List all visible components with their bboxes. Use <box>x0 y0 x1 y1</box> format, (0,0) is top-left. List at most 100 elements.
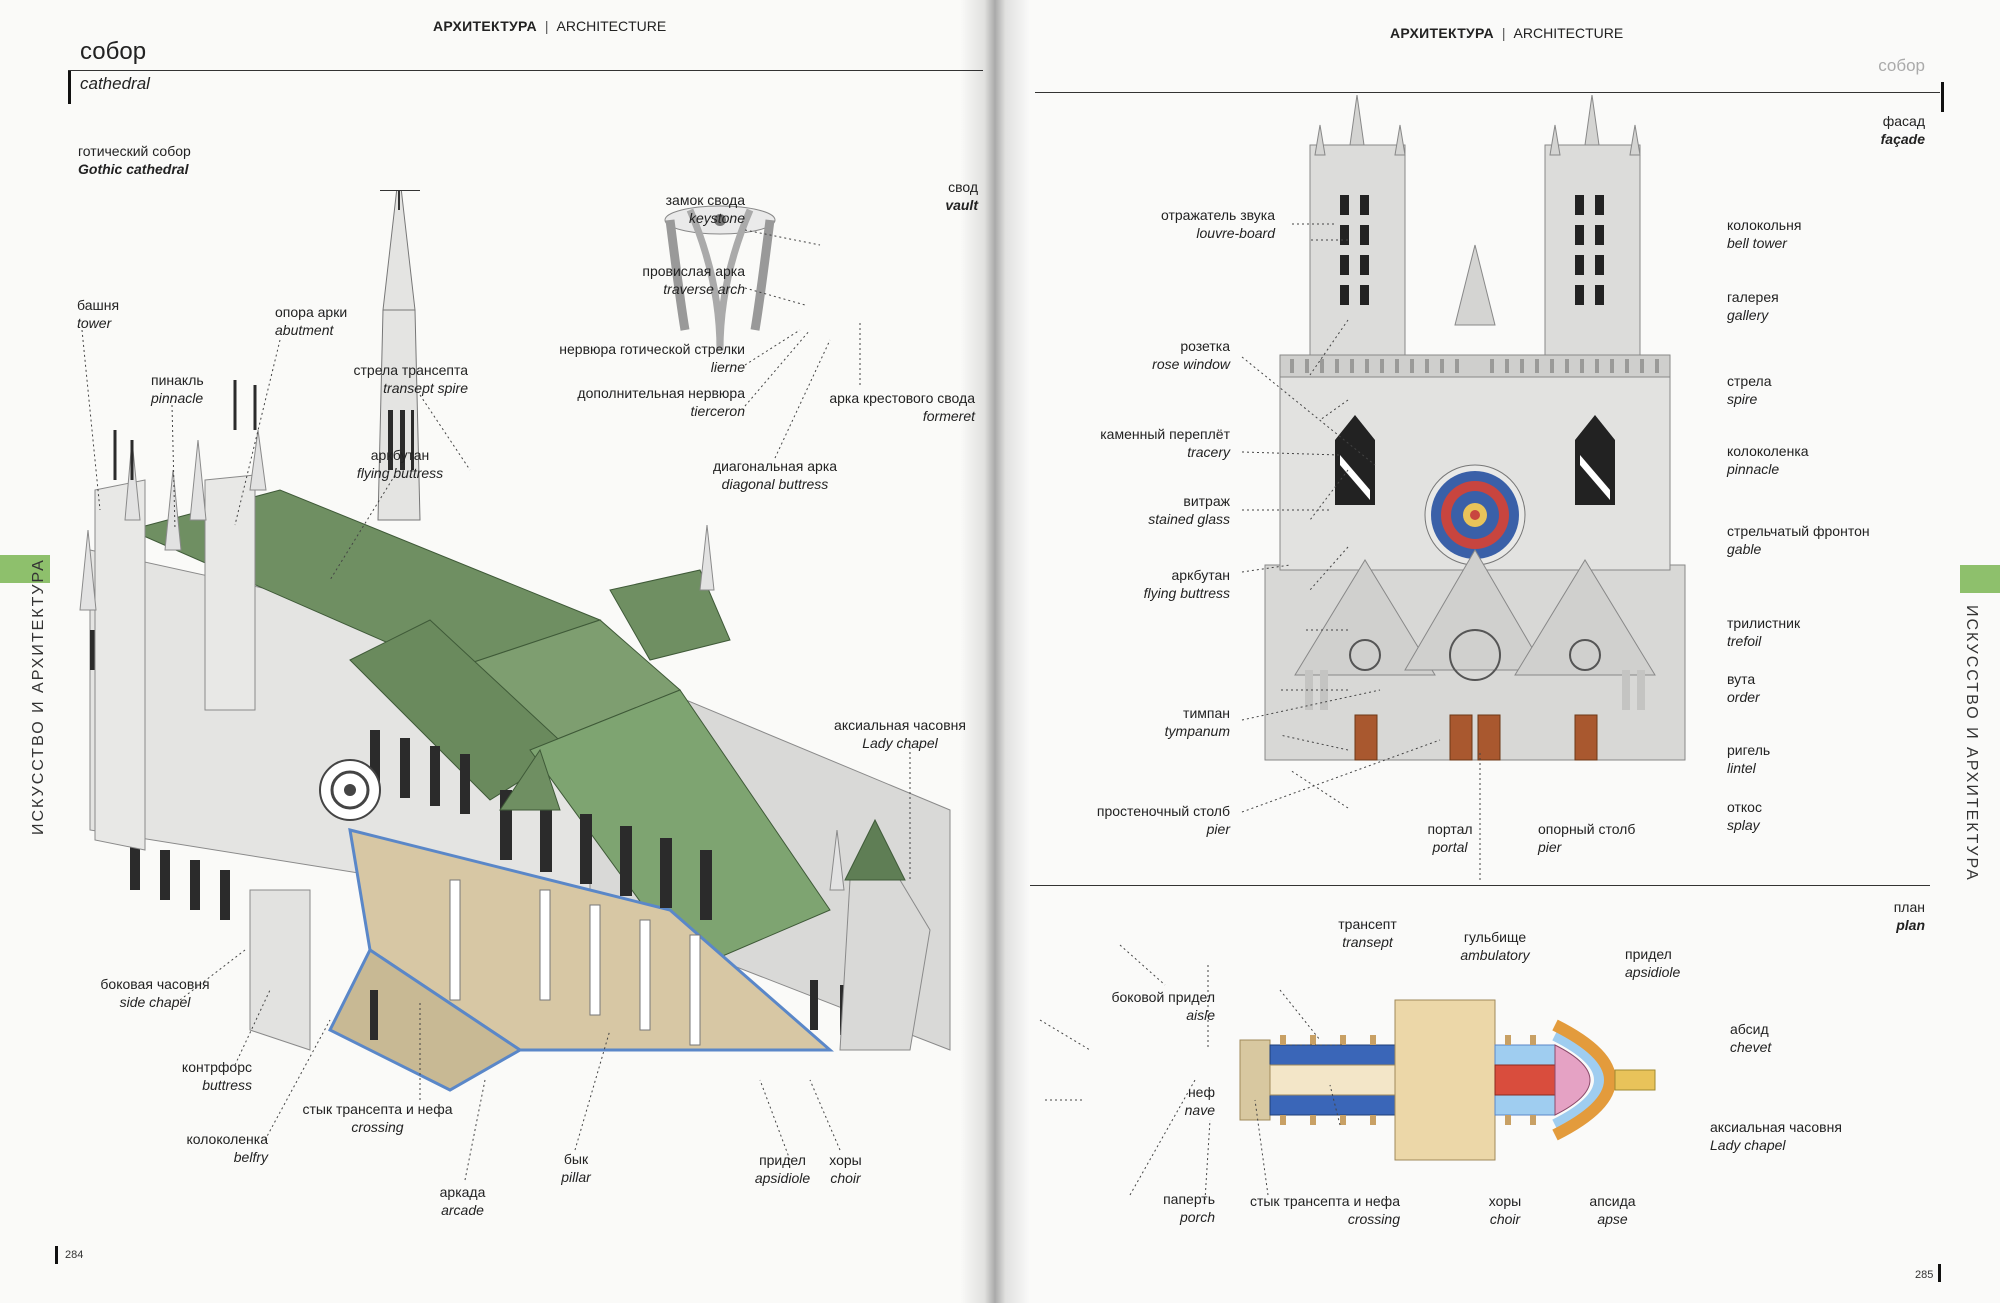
label-lierne-ru: нервюра готической стрелки <box>559 341 745 357</box>
label-bell-tower: колокольня bell tower <box>1727 216 1801 252</box>
label-spire: стрела spire <box>1727 372 1771 408</box>
label-louvre-board-ru: отражатель звука <box>1160 207 1275 223</box>
label-plan-aisle-ru: боковой придел <box>1111 989 1216 1005</box>
label-trefoil: трилистник trefoil <box>1727 614 1800 650</box>
section-tab <box>0 555 50 583</box>
label-formeret-ru: арка крестового свода <box>829 390 975 406</box>
label-side-chapel-en: side chapel <box>119 994 191 1010</box>
label-tympanum: тимпан tympanum <box>1070 704 1230 740</box>
label-louvre-board-en: louvre-board <box>1196 225 1275 241</box>
label-buttress: контрфорс buttress <box>140 1058 252 1094</box>
label-stained-glass-ru: витраж <box>1183 493 1230 509</box>
plan-en: plan <box>1896 917 1925 933</box>
label-pier-left: простеночный столб pier <box>1030 802 1230 838</box>
label-lintel: ригель lintel <box>1727 741 1770 777</box>
label-tympanum-en: tympanum <box>1164 723 1230 739</box>
label-plan-chevet: абсид chevet <box>1730 1020 1771 1056</box>
vault-heading: свод vault <box>900 178 978 214</box>
header-rule <box>1035 92 1940 93</box>
subtitle-en: Gothic cathedral <box>78 161 189 177</box>
label-pillar-ru: бык <box>563 1151 589 1167</box>
label-flying-buttress: аркбутан flying buttress <box>1070 566 1230 602</box>
label-pinnacle-ru: колоколенка <box>1727 443 1809 459</box>
cathedral-illustration <box>79 190 951 1092</box>
label-plan-apsidiole-ru: придел <box>1625 946 1672 962</box>
label-diagonal-buttress: диагональная арка diagonal buttress <box>700 457 850 493</box>
label-plan-aisle-en: aisle <box>1186 1007 1215 1023</box>
label-louvre-board: отражатель звука louvre-board <box>1070 206 1275 242</box>
label-buttress-en: buttress <box>202 1077 252 1093</box>
header-section-en: ARCHITECTURE <box>556 18 667 34</box>
label-tower-en: tower <box>77 315 112 331</box>
running-title: собор <box>1878 56 1925 75</box>
label-lintel-en: lintel <box>1727 760 1756 776</box>
label-pier-right-ru: опорный столб <box>1538 821 1636 837</box>
label-transept-spire-en: transept spire <box>383 380 468 396</box>
label-apsidiole-ru: придел <box>759 1152 806 1168</box>
vault-illustration <box>664 205 776 351</box>
label-choir-en: choir <box>830 1170 861 1186</box>
label-keystone-ru: замок свода <box>665 192 745 208</box>
label-arcade-en: arcade <box>441 1202 484 1218</box>
label-spire-ru: стрела <box>1727 373 1772 389</box>
label-belfry-en: belfry <box>233 1149 268 1165</box>
label-arcade: аркада arcade <box>420 1183 505 1219</box>
page-header: АРХИТЕКТУРА|ARCHITECTURE <box>1390 25 1624 41</box>
right-leader-lines <box>1039 223 1481 1201</box>
label-plan-crossing-en: crossing <box>1347 1211 1400 1227</box>
label-plan-porch-ru: паперть <box>1163 1191 1215 1207</box>
label-plan-ambulatory-ru: гульбище <box>1463 929 1527 945</box>
label-transept-spire: стрела трансепта transept spire <box>300 361 469 397</box>
label-plan-choir-ru: хоры <box>1488 1193 1522 1209</box>
label-plan-crossing-ru: стык трансепта и нефа <box>1249 1193 1400 1209</box>
subtitle-ru: готический собор <box>78 143 191 159</box>
label-pier-right: опорный столб pier <box>1538 820 1635 856</box>
label-gallery-en: gallery <box>1727 307 1769 323</box>
label-apsidiole: придел apsidiole <box>745 1151 820 1187</box>
page-number: 284 <box>65 1249 84 1261</box>
label-diagonal-buttress-en: diagonal buttress <box>721 476 829 492</box>
header-section-ru: АРХИТЕКТУРА <box>1390 25 1494 41</box>
label-lady-chapel: аксиальная часовня Lady chapel <box>830 716 970 752</box>
facade-en: façade <box>1880 131 1925 147</box>
label-keystone-en: keystone <box>688 210 745 226</box>
page-header: АРХИТЕКТУРА|ARCHITECTURE <box>433 18 667 34</box>
subtitle: готический собор Gothic cathedral <box>78 142 191 178</box>
label-stained-glass-en: stained glass <box>1148 511 1230 527</box>
label-pinnacle-en: pinnacle <box>1727 461 1780 477</box>
label-choir-ru: хоры <box>829 1152 862 1168</box>
label-crossing-ru: стык трансепта и нефа <box>302 1101 453 1117</box>
label-transept-spire-ru: стрела трансепта <box>353 362 469 378</box>
label-plan-choir-en: choir <box>1489 1211 1521 1227</box>
label-plan-apsidiole-en: apsidiole <box>1625 964 1681 980</box>
label-rose-window: розетка rose window <box>1070 337 1230 373</box>
header-section-en: ARCHITECTURE <box>1513 25 1624 41</box>
facade-illustration <box>1264 95 1686 761</box>
label-side-chapel-ru: боковая часовня <box>100 976 210 992</box>
label-plan-nave: неф nave <box>1120 1083 1215 1119</box>
label-flying-buttress-ru: аркбутан <box>1171 567 1231 583</box>
section-tab <box>1960 565 2000 593</box>
label-apsidiole-en: apsidiole <box>754 1170 811 1186</box>
label-crossing-en: crossing <box>351 1119 404 1135</box>
label-abutment-ru: опора арки <box>275 304 348 320</box>
title-marker <box>68 70 71 104</box>
label-gable-en: gable <box>1727 541 1762 557</box>
label-pinnacle: колоколенка pinnacle <box>1727 442 1809 478</box>
label-bell-tower-en: bell tower <box>1727 235 1787 251</box>
label-flying-buttress-en: flying buttress <box>356 465 444 481</box>
facade-ru: фасад <box>1882 113 1925 129</box>
label-trefoil-ru: трилистник <box>1727 615 1801 631</box>
label-gable: стрельчатый фронтон gable <box>1727 522 1870 558</box>
label-order-en: order <box>1727 689 1760 705</box>
label-gallery-ru: галерея <box>1727 289 1779 305</box>
label-tracery: каменный переплёт tracery <box>1030 425 1230 461</box>
page-number: 285 <box>1915 1269 1934 1281</box>
label-lierne: нервюра готической стрелки lierne <box>530 340 745 376</box>
page-number-marker <box>1938 1264 1941 1282</box>
label-trefoil-en: trefoil <box>1727 633 1762 649</box>
facade-heading: фасад façade <box>1820 112 1925 148</box>
label-plan-nave-en: nave <box>1184 1102 1215 1118</box>
vault-ru: свод <box>948 179 978 195</box>
